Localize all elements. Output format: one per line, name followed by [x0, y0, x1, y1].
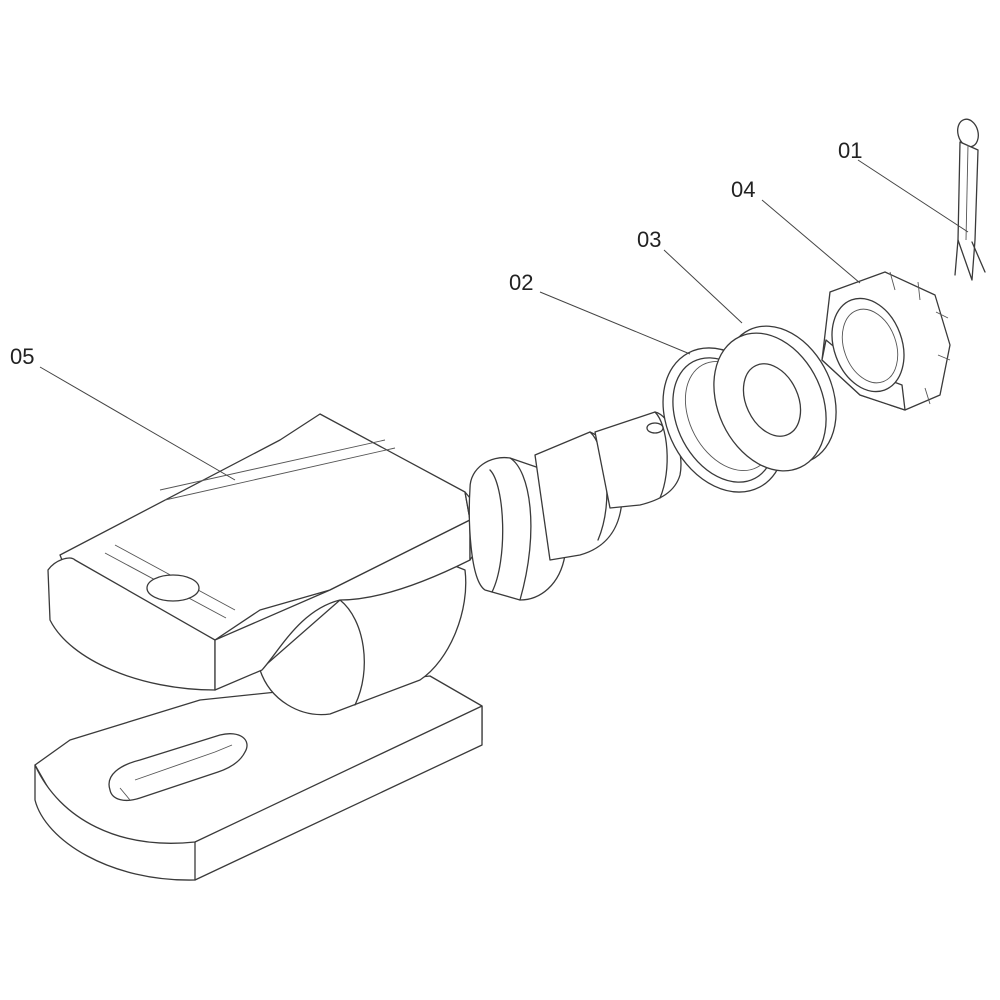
callout-02: 02 — [509, 270, 533, 295]
leader-lines — [39, 159, 969, 481]
leader-05 — [39, 366, 236, 481]
leader-02 — [539, 291, 691, 355]
callout-05: 05 — [10, 344, 34, 369]
part-03-washer — [713, 325, 837, 472]
part-05-hook-block — [47, 413, 481, 716]
leader-03 — [663, 249, 743, 324]
callout-04: 04 — [731, 177, 755, 202]
part-01-cotter-pin — [954, 118, 986, 281]
leader-01 — [857, 159, 969, 233]
part-05-stud — [468, 411, 682, 601]
part-05-base-plate — [34, 675, 483, 881]
callout-03: 03 — [637, 227, 661, 252]
leader-04 — [761, 199, 861, 284]
callout-labels: 01 04 03 02 05 — [10, 138, 862, 369]
part-04-castle-nut — [821, 271, 951, 411]
callout-01: 01 — [838, 138, 862, 163]
